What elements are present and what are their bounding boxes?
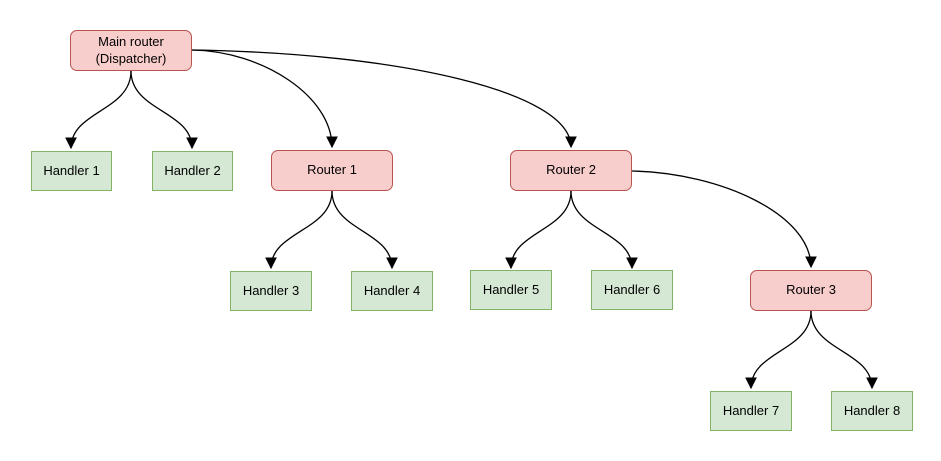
node-main-router: Main router (Dispatcher) <box>70 30 192 71</box>
edge-router2-to-router3 <box>631 170 817 269</box>
node-handler-7: Handler 7 <box>710 391 792 431</box>
node-handler-2: Handler 2 <box>152 151 233 191</box>
node-handler-4: Handler 4 <box>351 271 433 311</box>
edge-main-to-router2 <box>191 49 577 149</box>
node-router-2: Router 2 <box>510 150 632 191</box>
edge-router1-to-handler3 <box>265 190 333 270</box>
edge-router2-to-handler6 <box>570 190 638 270</box>
node-handler-1: Handler 1 <box>31 151 112 191</box>
node-router-1: Router 1 <box>271 150 393 191</box>
edge-router3-to-handler8 <box>810 310 878 390</box>
edge-main-to-handler1 <box>65 70 132 150</box>
edge-main-to-handler2 <box>130 70 198 150</box>
node-handler-8: Handler 8 <box>831 391 913 431</box>
edge-router2-to-handler5 <box>505 190 572 270</box>
node-router-3: Router 3 <box>750 270 872 311</box>
edge-router1-to-handler4 <box>331 190 398 270</box>
node-handler-5: Handler 5 <box>470 270 552 310</box>
node-handler-3: Handler 3 <box>230 271 312 311</box>
edge-router3-to-handler7 <box>745 310 812 390</box>
edge-main-to-router1 <box>191 49 338 149</box>
node-handler-6: Handler 6 <box>591 270 673 310</box>
